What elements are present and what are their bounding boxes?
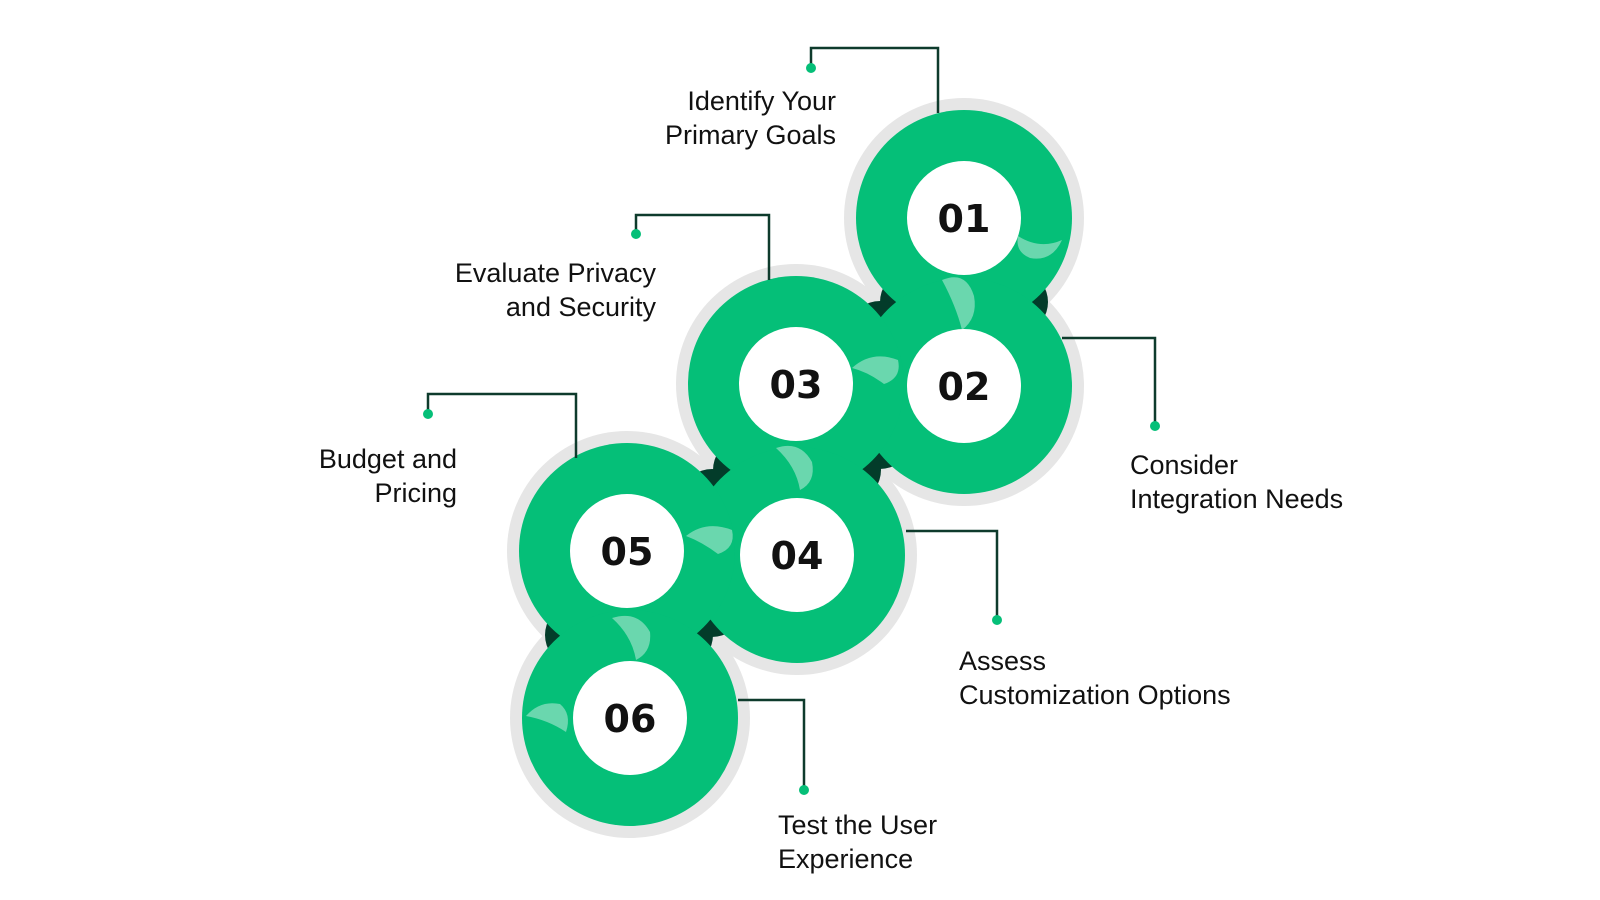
highlight-06 <box>526 703 568 732</box>
number-layer: 01 02 03 04 05 06 <box>601 197 991 741</box>
step-04-label-line2: Customization Options <box>959 680 1231 710</box>
step-05-label-line1: Budget and <box>318 444 457 474</box>
step-06-connector <box>738 698 806 790</box>
step-01-inner <box>907 161 1021 275</box>
step-03-label-line2: and Security <box>505 292 656 322</box>
step-04-label-line1: Assess <box>959 646 1047 676</box>
step-03-label: Evaluate Privacy and Security <box>455 256 656 324</box>
step-05-label-line2: Pricing <box>374 478 457 508</box>
step-02-label: Consider Integration Needs <box>1130 448 1343 516</box>
step-05-number: 05 <box>601 530 654 574</box>
inner-layer <box>570 161 1021 775</box>
step-02-number: 02 <box>938 365 991 409</box>
step-05-connector <box>426 392 578 458</box>
step-01-label: Identify Your Primary Goals <box>665 84 836 152</box>
highlight-05-06 <box>612 615 651 660</box>
step-02-label-line1: Consider <box>1130 450 1239 480</box>
connector-layer <box>423 46 1160 795</box>
step-03-connector <box>634 213 771 280</box>
step-04-inner <box>740 498 854 612</box>
step-05-inner <box>570 494 684 608</box>
step-02-dot <box>1150 421 1160 431</box>
step-06-number: 06 <box>604 697 657 741</box>
step-06-inner <box>573 661 687 775</box>
step-06-dot <box>799 785 809 795</box>
step-01-label-line2: Primary Goals <box>664 120 836 150</box>
step-03-inner <box>739 327 853 441</box>
step-06-label-line2: Experience <box>778 844 914 874</box>
step-03-label-line1: Evaluate Privacy <box>454 258 656 288</box>
step-04-connector <box>906 529 999 620</box>
step-05-label: Budget and Pricing <box>319 442 457 510</box>
step-02-inner <box>907 329 1021 443</box>
highlight-02-03 <box>852 356 899 384</box>
highlight-01 <box>1017 236 1062 259</box>
step-03-number: 03 <box>770 363 823 407</box>
step-03-dot <box>631 229 641 239</box>
highlight-03-04 <box>776 445 813 490</box>
step-01-dot <box>806 63 816 73</box>
step-06-label-line1: Test the User <box>778 810 938 840</box>
step-01-connector <box>809 46 940 113</box>
step-05-dot <box>423 409 433 419</box>
highlight-01-02 <box>942 277 975 330</box>
highlight-04-05 <box>686 526 733 554</box>
step-02-label-line2: Integration Needs <box>1130 484 1344 514</box>
highlight-layer <box>526 236 1062 732</box>
step-04-label: Assess Customization Options <box>959 644 1231 712</box>
step-04-number: 04 <box>771 534 824 578</box>
step-02-connector <box>1062 336 1157 426</box>
step-04-dot <box>992 615 1002 625</box>
step-01-number: 01 <box>938 197 991 241</box>
step-01-label-line1: Identify Your <box>687 86 836 116</box>
step-06-label: Test the User Experience <box>778 808 937 876</box>
